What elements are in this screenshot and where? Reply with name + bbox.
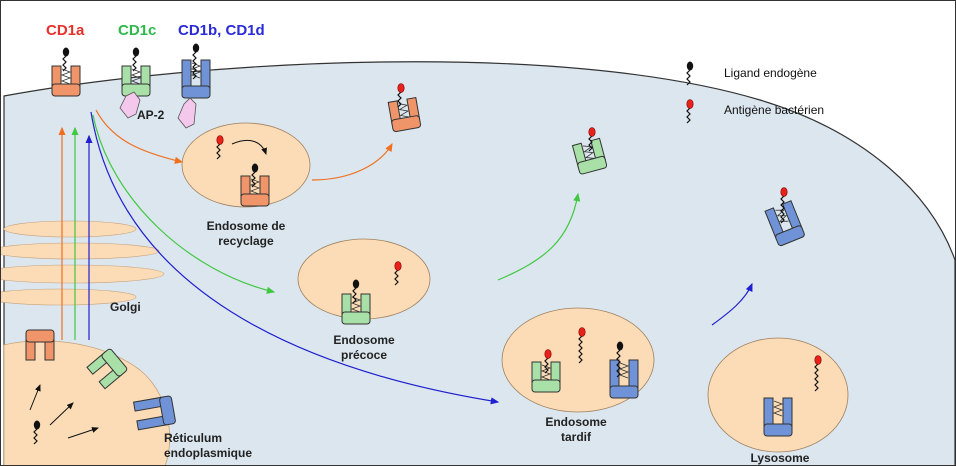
late-endosome-label: Endosome tardif: [536, 415, 616, 445]
arrow-green-internalization: [92, 114, 276, 294]
header-cd1a: CD1a: [46, 22, 85, 39]
recycling-endosome: [181, 122, 311, 208]
recycling-label-line2: recyclage: [218, 234, 274, 248]
legend-endogenous-label: Ligand endogène: [724, 66, 817, 80]
arrow-blue-internalization: [90, 111, 500, 405]
legend-bacterial-label: Antigène bactérien: [724, 103, 825, 117]
surface-cd1c-ligand: [132, 46, 140, 72]
lysosome-label: Lysosome: [750, 451, 810, 465]
legend-endogenous-icon: [686, 60, 694, 86]
lysosome: [707, 337, 849, 453]
golgi-stack: [0, 220, 165, 306]
early-endosome-label: Endosome précoce: [324, 333, 404, 363]
early-label-line2: précoce: [340, 348, 388, 362]
er-label: Réticulum endoplasmique: [164, 431, 252, 461]
late-label-line2: tardif: [561, 430, 591, 444]
late-label-line1: Endosome: [545, 415, 607, 429]
header-cd1c: CD1c: [118, 22, 157, 39]
surface-cd1a: [51, 65, 81, 97]
arrow-green-recycling: [497, 192, 581, 281]
surface-cd1a-ligand: [62, 46, 70, 72]
early-label-line1: Endosome: [333, 333, 395, 347]
loading-arrow: [231, 139, 267, 155]
arrow-orange-recycling: [311, 142, 393, 181]
recycling-label-line1: Endosome de: [206, 219, 286, 233]
golgi-label: Golgi: [110, 300, 141, 314]
arrow-orange-internalization: [95, 109, 184, 164]
arrow-blue-recycling: [711, 282, 753, 326]
header-cd1b-cd1d: CD1b, CD1d: [178, 22, 265, 39]
ap2-label: AP-2: [137, 108, 165, 122]
er-label-line1: Réticulum: [164, 431, 223, 445]
er-arrows: [29, 384, 99, 439]
er-label-line2: endoplasmique: [164, 446, 253, 460]
ap2-adaptor-2: [177, 97, 197, 129]
ap2-adaptor: [119, 91, 141, 119]
recycling-endosome-label: Endosome de recyclage: [196, 219, 296, 249]
